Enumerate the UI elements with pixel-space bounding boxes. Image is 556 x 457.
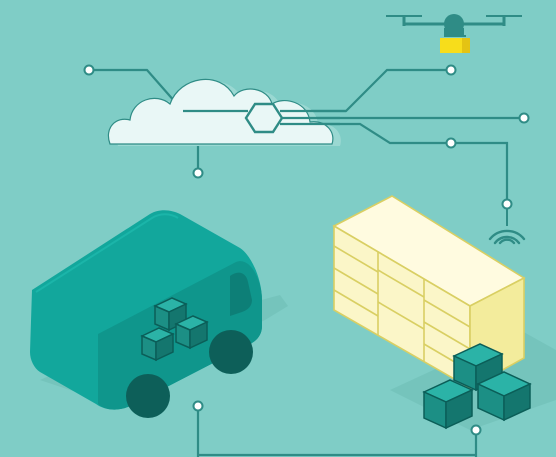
node-locker-bottom xyxy=(470,424,482,436)
node-lower-left xyxy=(192,167,204,179)
node-van-bottom xyxy=(192,400,204,412)
drone-icon xyxy=(386,14,522,53)
hexagon-hub-icon xyxy=(244,102,284,134)
van-front-wheel xyxy=(209,330,253,374)
node-wifi xyxy=(501,198,513,210)
network-nodes xyxy=(83,64,530,436)
cloud-icon xyxy=(107,78,341,146)
wifi-icon xyxy=(488,229,526,245)
cloud-lines xyxy=(183,109,346,126)
van-rear-wheel xyxy=(126,374,170,418)
node-right xyxy=(518,112,530,124)
node-left xyxy=(83,64,95,76)
node-drone-link xyxy=(445,64,457,76)
parcel-stack xyxy=(422,343,532,430)
box-icon xyxy=(140,297,209,362)
node-lower-right xyxy=(445,137,457,149)
